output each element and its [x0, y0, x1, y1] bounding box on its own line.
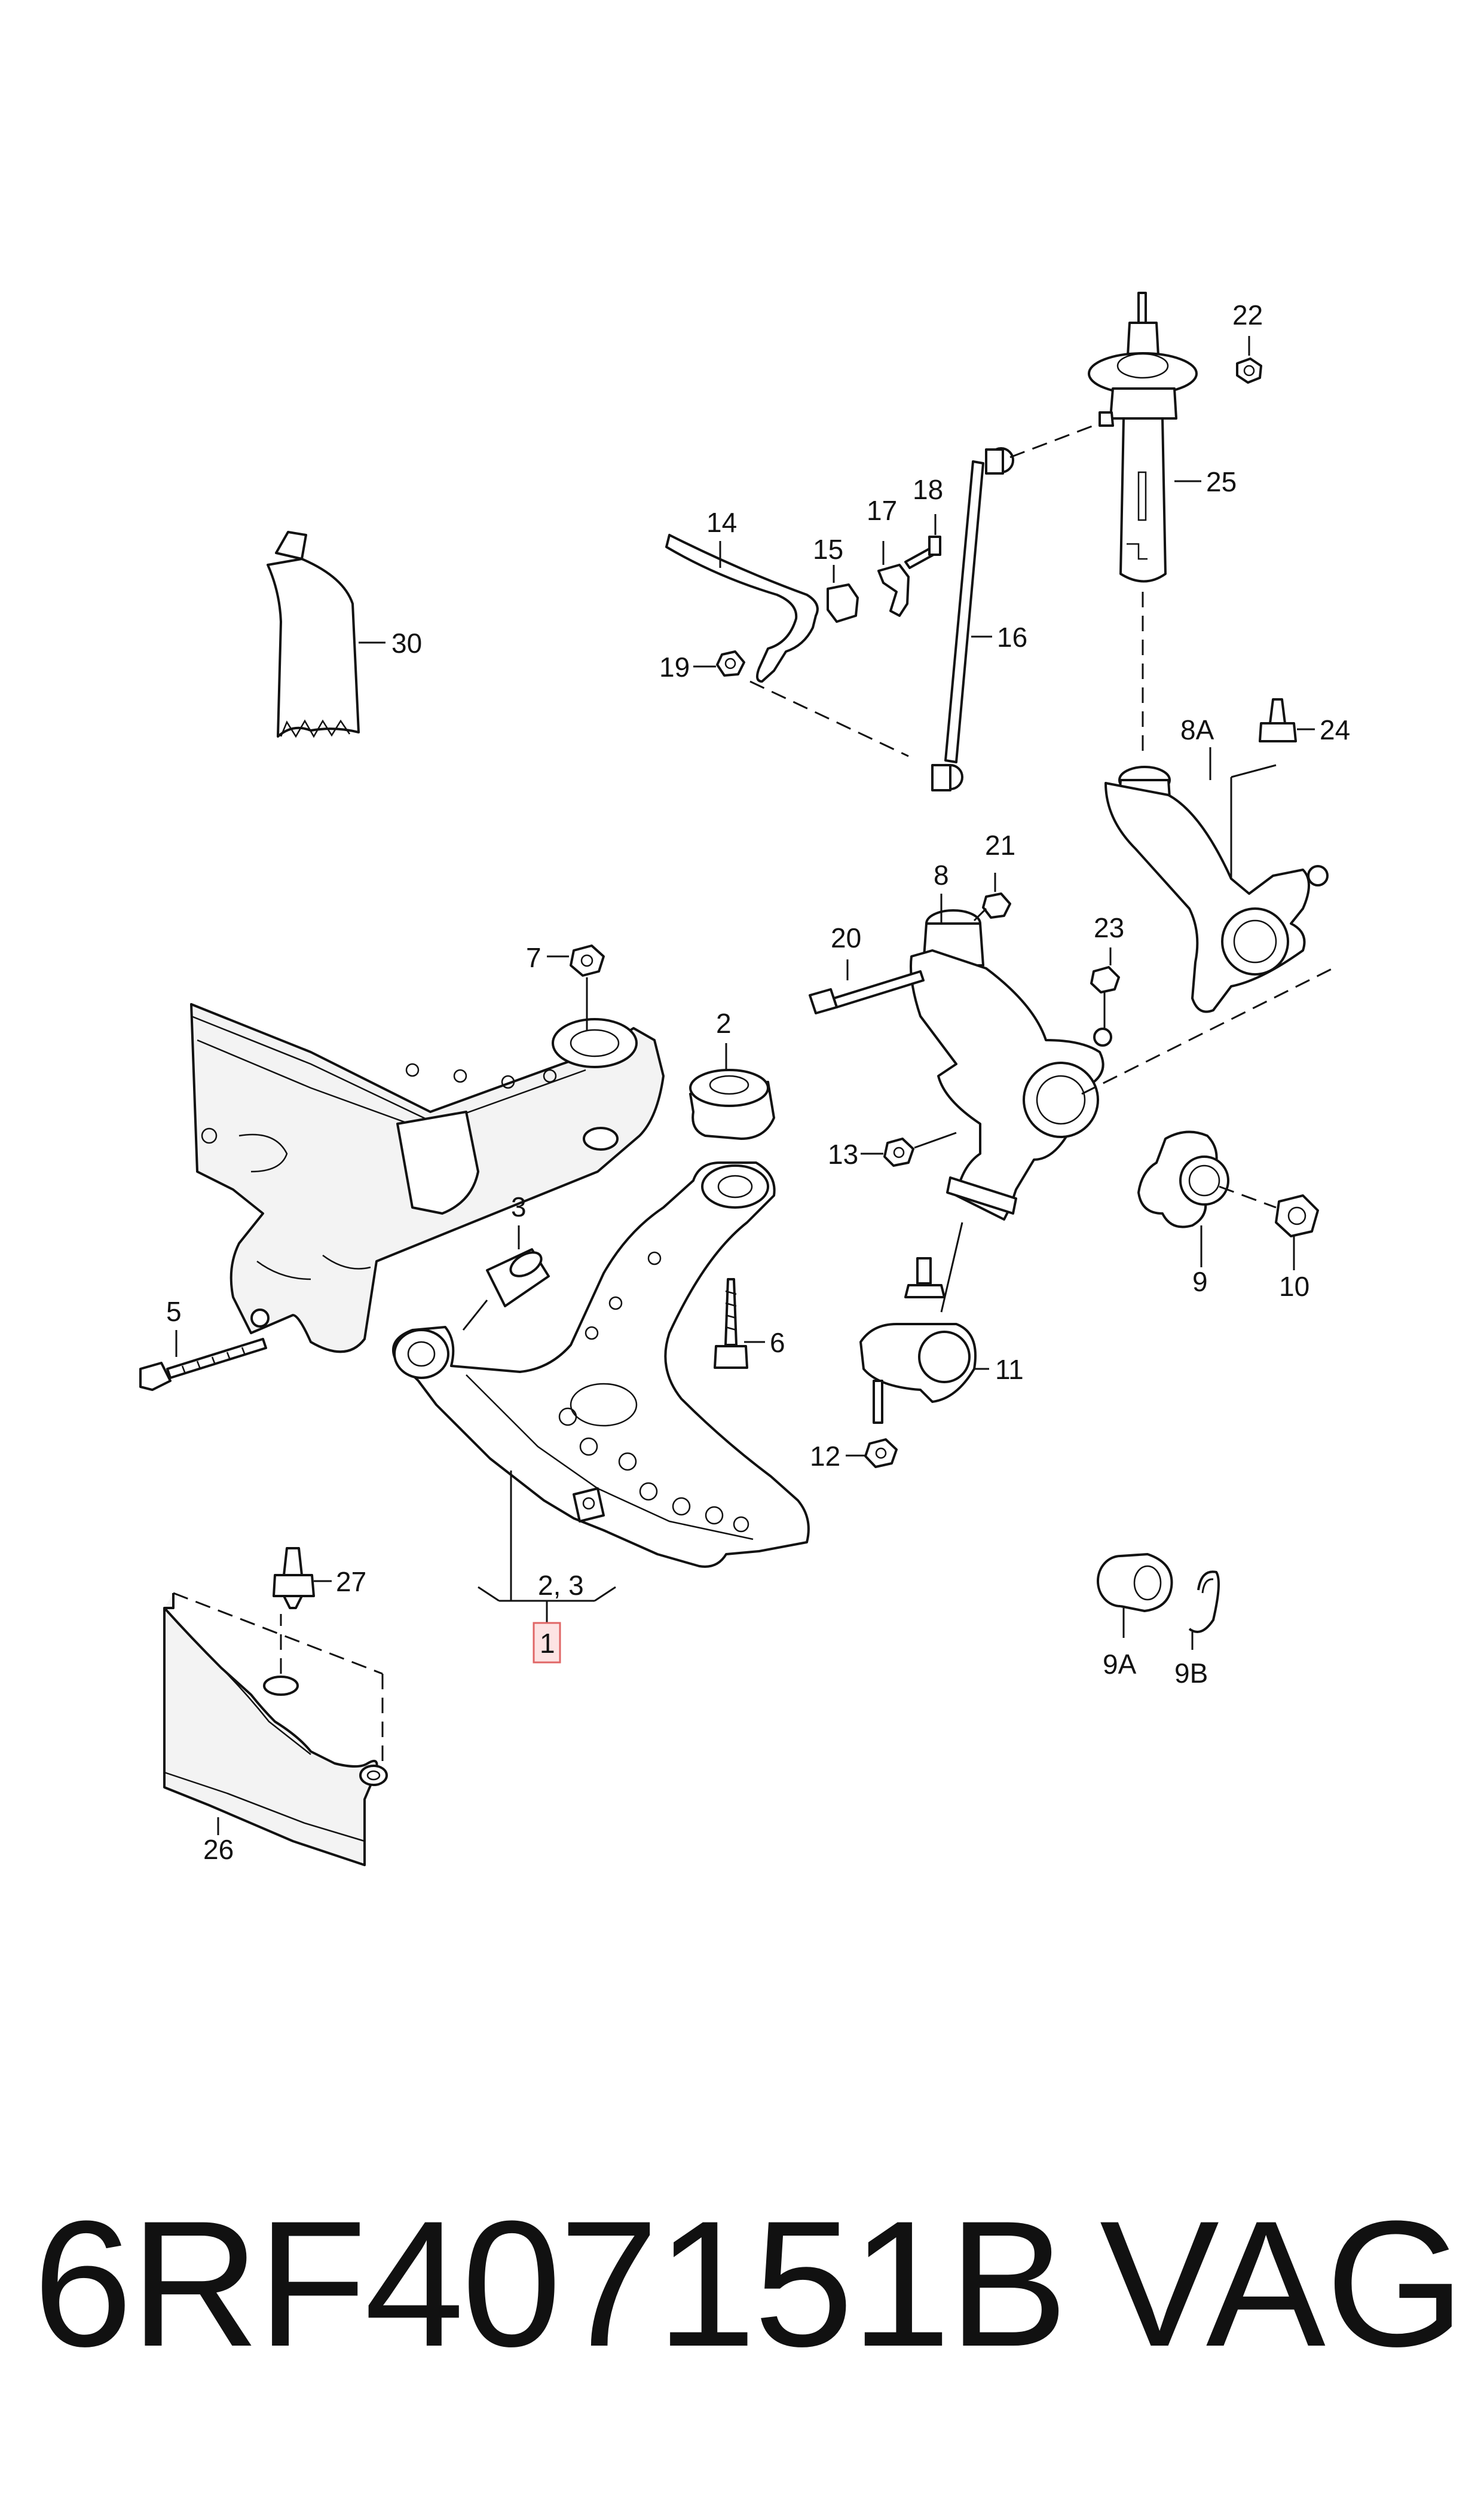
callout-22: 22	[1232, 299, 1263, 331]
nut-part-13: 13	[828, 1132, 957, 1170]
bolt-part-6: 6	[714, 1278, 785, 1369]
callout-11: 11	[995, 1354, 1024, 1385]
bolt-part-24: 24	[1259, 698, 1350, 745]
callout-1: 1	[540, 1628, 555, 1659]
callout-5: 5	[166, 1296, 182, 1327]
part-number-label: 6RF407151B	[33, 2183, 1068, 2384]
clip-part-27: 27	[273, 1547, 366, 1609]
callout-3: 3	[511, 1191, 527, 1222]
nut-part-7: 7	[526, 942, 605, 1031]
coupling-rod-part-16: 16	[931, 423, 1097, 791]
callout-26: 26	[203, 1834, 234, 1865]
bolt-part-10: 10	[1275, 1194, 1319, 1302]
callout-10: 10	[1279, 1271, 1309, 1302]
rubber-bush-part-2: 2	[689, 1008, 775, 1140]
diagram-canvas: 30 14 15 17 18 19 16	[139, 292, 1350, 1866]
callout-15: 15	[813, 534, 843, 565]
control-arm-part-1	[392, 1161, 810, 1568]
callout-7: 7	[526, 942, 541, 973]
assembly-callout-group: 2, 3 1	[478, 1471, 616, 1664]
callout-8: 8	[934, 860, 949, 891]
wheel-bearing-part-9A: 9A	[1097, 1553, 1173, 1680]
wheel-bearing-housing-part-8A: 8A	[1104, 714, 1329, 1013]
wheel-bearing-housing-part-8: 8	[910, 860, 1333, 1221]
callout-30: 30	[391, 628, 422, 659]
nut-part-21: 21	[973, 830, 1015, 922]
callout-17: 17	[867, 495, 897, 526]
callout-20: 20	[831, 922, 861, 953]
callout-18: 18	[913, 474, 943, 505]
bolt-part-5: 5	[139, 1296, 267, 1391]
brand-label: VAG	[1100, 2183, 1465, 2384]
wheel-hub-part-9: 9	[1137, 1130, 1277, 1297]
callout-25: 25	[1206, 466, 1237, 497]
nut-part-23: 23	[1090, 912, 1124, 1028]
callout-8A: 8A	[1180, 714, 1214, 745]
nut-part-12: 12	[810, 1438, 898, 1472]
callout-6: 6	[770, 1327, 785, 1358]
sleeve-part-3: 3	[462, 1191, 550, 1331]
rubber-bush-part-15: 15	[813, 534, 859, 623]
callout-27: 27	[336, 1566, 366, 1597]
callout-2: 2	[716, 1008, 732, 1039]
callout-13: 13	[828, 1139, 858, 1170]
callout-24: 24	[1320, 714, 1350, 745]
callout-16: 16	[997, 622, 1027, 653]
callout-23: 23	[1094, 912, 1124, 943]
callout-12: 12	[810, 1441, 840, 1472]
callout-19: 19	[659, 652, 690, 683]
callout-2-3: 2, 3	[538, 1570, 584, 1601]
callout-9A: 9A	[1103, 1649, 1137, 1680]
nut-part-22: 22	[1232, 299, 1263, 384]
callout-14: 14	[706, 507, 737, 538]
callout-9: 9	[1192, 1266, 1208, 1297]
bolt-part-18: 18	[904, 474, 943, 569]
shock-absorber-part-25: 25	[1088, 292, 1237, 759]
bolt-part-20: 20	[809, 922, 925, 1014]
grease-tube-part-30: 30	[267, 531, 422, 738]
callout-21: 21	[985, 830, 1015, 861]
underbody-panel-part-26: 26	[163, 1592, 388, 1866]
stabilizer-bar-part-14: 14	[665, 507, 819, 683]
clamp-part-17: 17	[867, 495, 910, 617]
circlip-part-9B: 9B	[1174, 1570, 1220, 1689]
nut-part-19: 19	[659, 650, 909, 757]
callout-1-highlight-box[interactable]	[533, 1622, 561, 1664]
callout-9B: 9B	[1174, 1658, 1208, 1689]
subframe-crossmember	[190, 1003, 665, 1353]
ball-joint-part-11: 11	[859, 1222, 1024, 1424]
